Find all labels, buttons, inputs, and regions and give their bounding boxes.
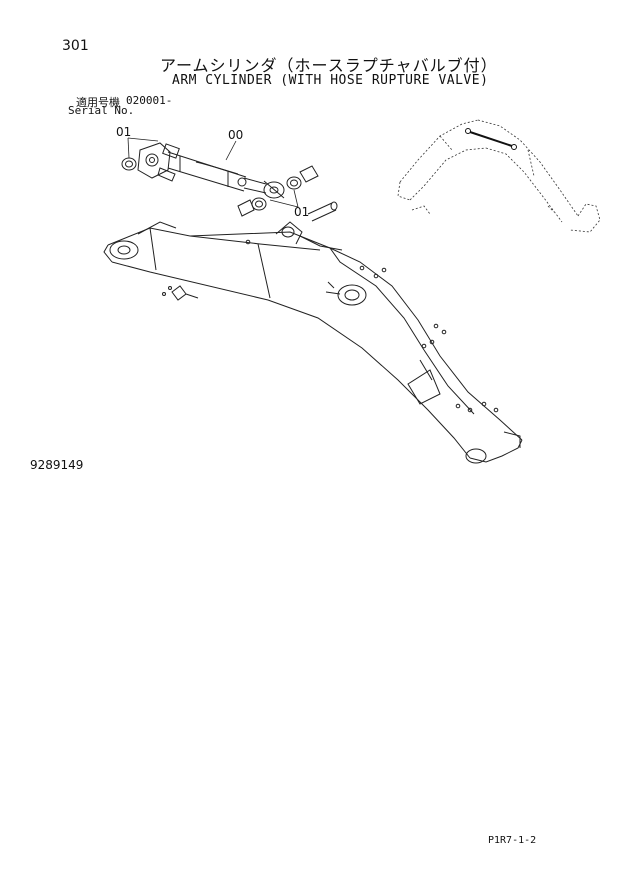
inset-overview bbox=[398, 120, 600, 232]
arm-cylinder bbox=[138, 143, 284, 198]
title-japanese: アームシリンダ（ホースラプチャバルブ付） bbox=[160, 56, 498, 75]
page-number: 301 bbox=[62, 38, 89, 54]
inset-cylinder-highlight bbox=[466, 129, 517, 150]
callout-leaders bbox=[128, 138, 298, 207]
title-english: ARM CYLINDER (WITH HOSE RUPTURE VALVE) bbox=[172, 73, 489, 88]
callout-part-01: 01 bbox=[116, 125, 132, 139]
serial-label-english: Serial No. bbox=[68, 104, 135, 117]
callout-part-00: 00 bbox=[228, 128, 244, 142]
drawing-number: 9289149 bbox=[30, 458, 84, 472]
bushings bbox=[122, 158, 337, 221]
callout-part-01: 01 bbox=[294, 205, 310, 219]
arm-body bbox=[104, 222, 522, 463]
serial-label-japanese: 適用号機 bbox=[76, 96, 120, 109]
serial-value: 020001- bbox=[126, 94, 173, 107]
page-code: P1R7-1-2 bbox=[488, 835, 537, 846]
